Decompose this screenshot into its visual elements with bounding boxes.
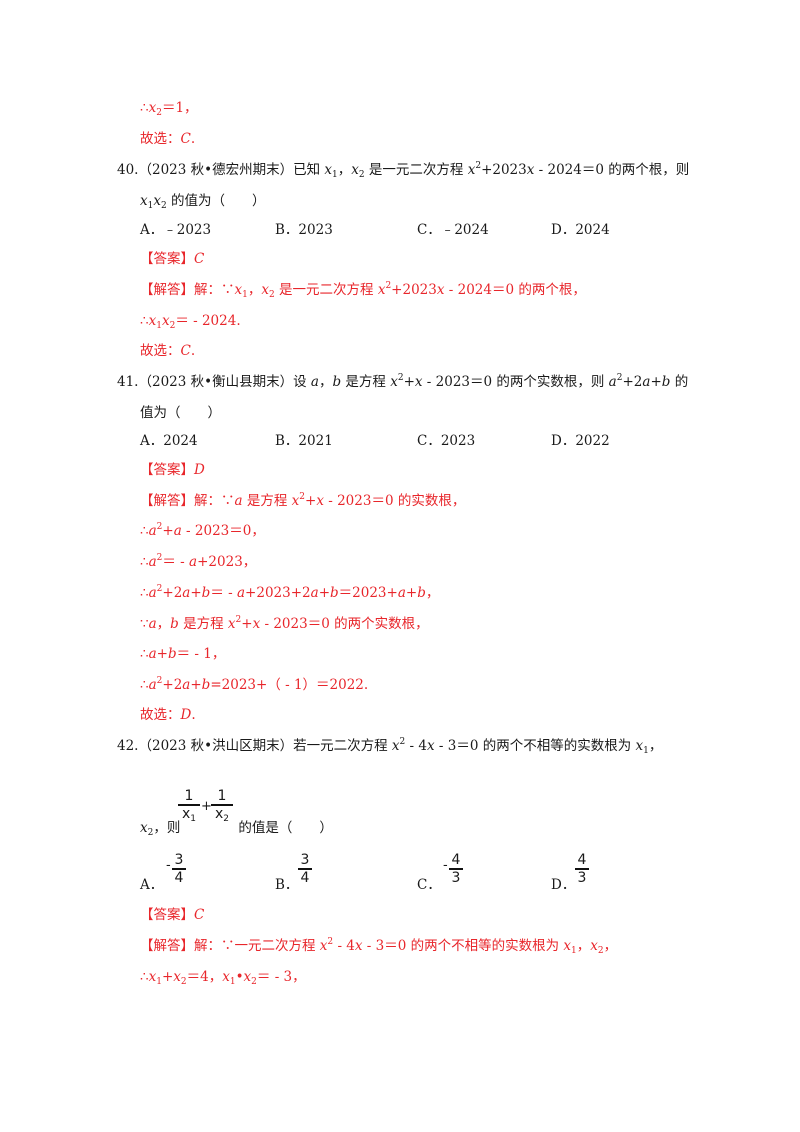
solution-40-line1: 【解答】解：∵x1，x2 是一元二次方程 x2+2023x - 2024＝0 的…	[140, 281, 586, 300]
solution-41-line4: ∴a2+2a+b＝ - a+2023+2a+b＝2023+a+b，	[140, 584, 440, 602]
solution-line: ∴x2＝1，	[140, 100, 198, 118]
option-a: A．2024	[140, 433, 198, 449]
fraction-1-over-x1: 1 x1	[178, 788, 200, 823]
fraction-1-over-x2: 1 x2	[211, 788, 233, 823]
option-b: B．2021	[275, 433, 333, 449]
question-40: 40.（2023 秋•德宏州期末）已知 x1，x2 是一元二次方程 x2+202…	[117, 161, 690, 180]
solution-41-line2: ∴a2+a - 2023＝0，	[140, 522, 265, 540]
solution-42-line2: ∴x1+x2＝4，x1•x2＝ - 3，	[140, 969, 306, 987]
option-d: D．2022	[551, 433, 610, 449]
solution-41-line6: ∴a+b＝ - 1，	[140, 646, 226, 662]
answer-42: 【答案】C	[140, 907, 205, 923]
question-40-line2: x1x2 的值为（ ）	[140, 193, 266, 211]
minus-sign: -	[443, 858, 448, 873]
option-b: B．	[275, 877, 299, 893]
solution-41-line5: ∵a，b 是方程 x2+x - 2023＝0 的两个实数根，	[140, 615, 429, 633]
option-c: C．2023	[417, 433, 476, 449]
option-d: D．2024	[551, 222, 610, 238]
minus-sign: -	[166, 858, 171, 873]
answer-41: 【答案】D	[140, 462, 205, 478]
solution-41-line8: 故选：D.	[140, 707, 196, 723]
option-c: C．	[417, 877, 441, 893]
solution-40-line3: 故选：C.	[140, 343, 196, 359]
solution-41-line3: ∴a2＝ - a+2023，	[140, 553, 257, 571]
option-c: C．﹣2024	[417, 222, 489, 238]
answer-40: 【答案】C	[140, 251, 205, 267]
option-d: D．	[551, 877, 576, 893]
question-41: 41.（2023 秋•衡山县期末）设 a，b 是方程 x2+x - 2023＝0…	[117, 373, 689, 391]
solution-40-line2: ∴x1x2＝ - 2024.	[140, 313, 241, 331]
question-41-line2: 值为（ ）	[140, 405, 221, 421]
option-a: A．	[140, 877, 164, 893]
question-42: 42.（2023 秋•洪山区期末）若一元二次方程 x2 - 4x - 3＝0 的…	[117, 737, 663, 756]
solution-41-line7: ∴a2+2a+b=2023+（ - 1）＝2022.	[140, 676, 369, 694]
question-42-line2: x2，则的值是（ ）	[140, 820, 333, 838]
choose-line: 故选：C.	[140, 131, 196, 147]
option-a: A．﹣2023	[140, 222, 212, 238]
plus-sign: +	[201, 799, 212, 814]
solution-42-line1: 【解答】解：∵一元二次方程 x2 - 4x - 3＝0 的两个不相等的实数根为 …	[140, 937, 618, 956]
option-b: B．2023	[275, 222, 333, 238]
solution-41-line1: 【解答】解：∵a 是方程 x2+x - 2023＝0 的实数根，	[140, 492, 466, 510]
